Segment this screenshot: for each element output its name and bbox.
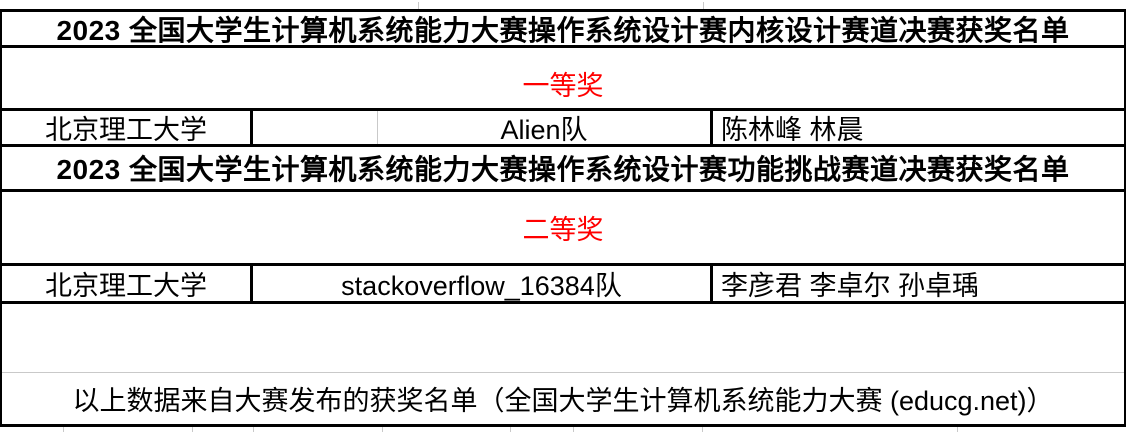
team-name: Alien队 — [500, 115, 588, 145]
section2-award-level: 二等奖 — [522, 215, 604, 245]
members-cell: 陈林峰 林晨 — [713, 111, 1124, 145]
section1-winner-row: 北京理工大学 Alien队 陈林峰 林晨 — [2, 111, 1124, 147]
gridline-stub — [63, 427, 64, 432]
gridline-stub — [253, 427, 254, 432]
member-names: 李彦君 李卓尔 孙卓瑀 — [721, 271, 980, 301]
members-cell: 李彦君 李卓尔 孙卓瑀 — [713, 266, 1124, 301]
gridline-stub — [418, 2, 419, 9]
section2-title-row: 2023 全国大学生计算机系统能力大赛操作系统设计赛功能挑战赛道决赛获奖名单 — [2, 147, 1124, 192]
section2-title: 2023 全国大学生计算机系统能力大赛操作系统设计赛功能挑战赛道决赛获奖名单 — [56, 154, 1070, 185]
team-cell: Alien队 — [253, 108, 713, 147]
section2-award-level-row: 二等奖 — [2, 192, 1124, 266]
footnote-text: 以上数据来自大赛发布的获奖名单（全国大学生计算机系统能力大赛 (educg.ne… — [72, 386, 1054, 416]
gridline-stub — [703, 2, 704, 9]
section1-title-row: 2023 全国大学生计算机系统能力大赛操作系统设计赛内核设计赛道决赛获奖名单 — [2, 12, 1124, 48]
section1-title: 2023 全国大学生计算机系统能力大赛操作系统设计赛内核设计赛道决赛获奖名单 — [56, 14, 1070, 46]
school-name: 北京理工大学 — [45, 115, 207, 145]
gridline-stub — [573, 427, 574, 432]
footnote-row: 以上数据来自大赛发布的获奖名单（全国大学生计算机系统能力大赛 (educg.ne… — [2, 373, 1124, 424]
gridline-stub — [957, 427, 958, 432]
school-name: 北京理工大学 — [45, 271, 207, 301]
section2-winner-row: 北京理工大学 stackoverflow_16384队 李彦君 李卓尔 孙卓瑀 — [2, 266, 1124, 304]
section1-award-level: 一等奖 — [522, 70, 604, 101]
gridline-stub — [702, 427, 703, 432]
team-subcell: Alien队 — [378, 108, 710, 147]
section1-award-level-row: 一等奖 — [2, 48, 1124, 111]
school-cell: 北京理工大学 — [2, 266, 253, 301]
award-table: 2023 全国大学生计算机系统能力大赛操作系统设计赛内核设计赛道决赛获奖名单 一… — [0, 9, 1126, 427]
empty-row — [2, 304, 1124, 373]
member-names: 陈林峰 林晨 — [721, 115, 864, 145]
school-cell: 北京理工大学 — [2, 111, 253, 145]
empty-subcell — [253, 111, 378, 144]
team-name: stackoverflow_16384队 — [341, 271, 622, 301]
team-cell: stackoverflow_16384队 — [253, 266, 713, 301]
gridline-stub — [382, 427, 383, 432]
gridline-stub — [192, 427, 193, 432]
gridline-stub — [510, 427, 511, 432]
